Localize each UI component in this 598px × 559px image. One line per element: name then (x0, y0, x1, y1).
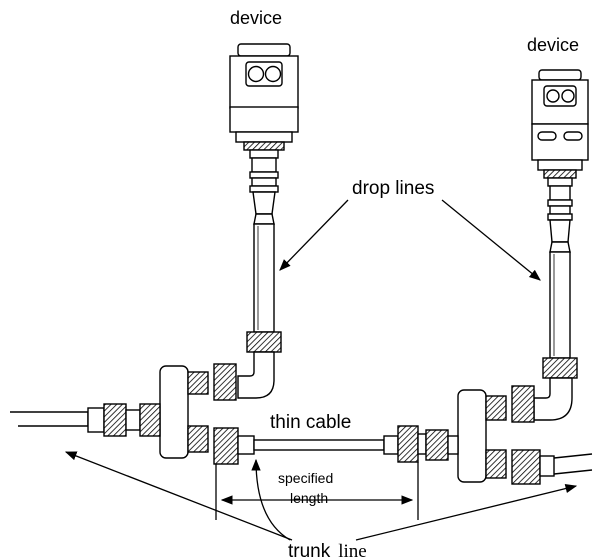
thin-cable-segment (213, 425, 419, 465)
drop-lines-arrow-left (279, 199, 349, 271)
drop-lines-label: drop lines (352, 178, 434, 199)
annotation-arrows (64, 199, 578, 541)
device-left (229, 43, 299, 159)
drop-lines-arrow-right (441, 199, 541, 281)
trunk-line-arrow-left (64, 451, 293, 541)
device-right (531, 69, 589, 187)
device-label-left: device (230, 8, 282, 28)
device-label-right: device (527, 35, 579, 55)
trunk-cable-left (10, 403, 161, 437)
coupler-right (417, 429, 459, 461)
trunk-label: trunk (288, 541, 331, 559)
trunk-line-arrow-center (251, 458, 291, 541)
trunk-cable-right (511, 449, 593, 485)
line-label: line (338, 541, 367, 559)
trunk-line-arrow-right (355, 483, 578, 541)
drop-line-left (213, 157, 282, 401)
tee-connector-left (159, 365, 209, 459)
drop-line-right (511, 185, 578, 423)
length-label: length (290, 490, 328, 506)
tee-connector-right (457, 389, 507, 483)
thin-cable-label: thin cable (270, 412, 351, 433)
trunk-line-label: trunk line (288, 541, 367, 559)
specified-label: specified (278, 470, 333, 486)
